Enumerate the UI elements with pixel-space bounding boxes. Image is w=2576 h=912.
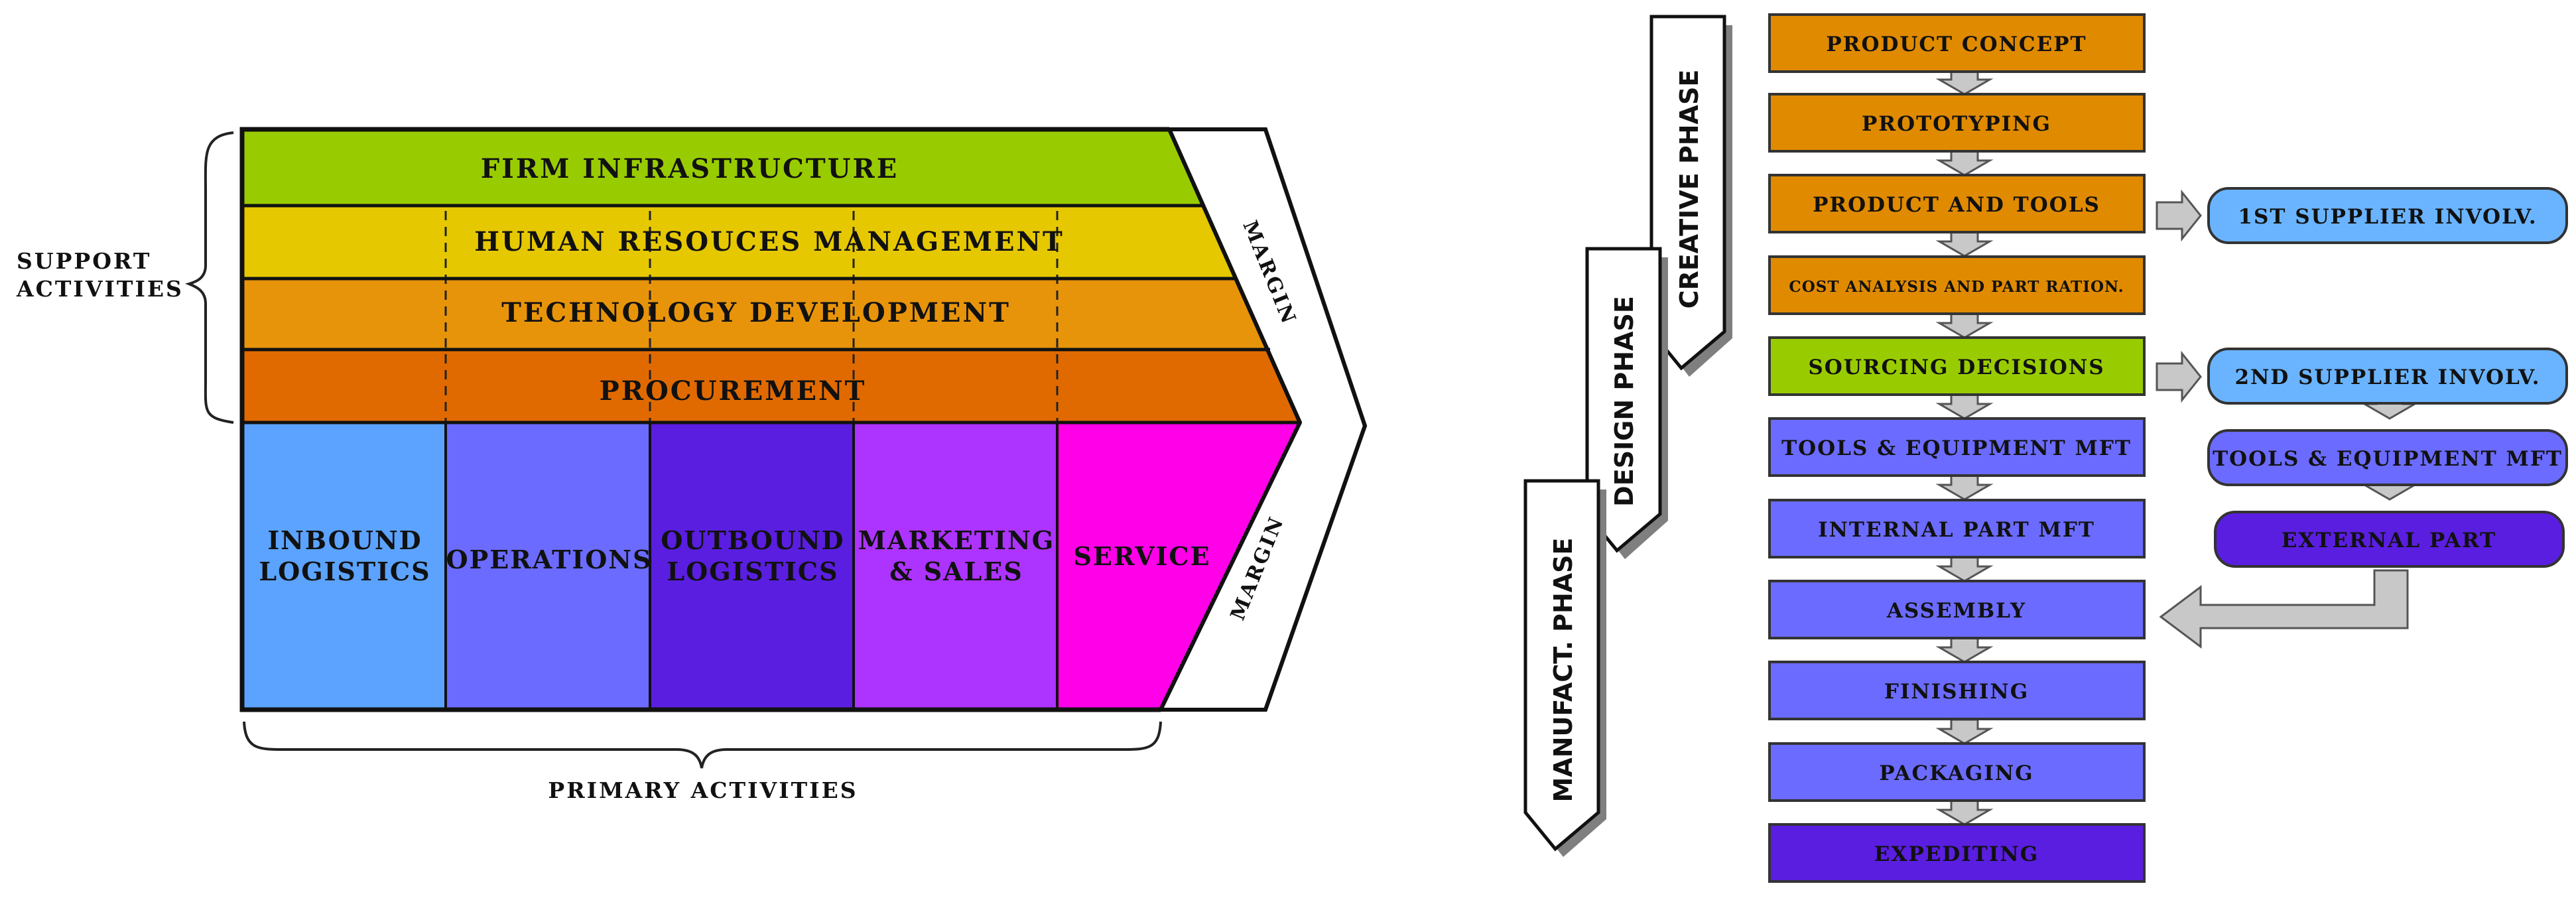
technology-development-label: TECHNOLOGY DEVELOPMENT xyxy=(501,297,1011,328)
support-activities-label-line2: ACTIVITIES xyxy=(16,276,184,302)
band-lines xyxy=(242,204,1300,424)
value-chain-frame xyxy=(239,127,1169,712)
step-expediting-label: EXPEDITING xyxy=(1874,842,2039,866)
procurement-label: PROCUREMENT xyxy=(600,375,867,407)
side-tools-equipment-box xyxy=(2207,429,2568,486)
marketing-sales-label-line2: & SALES xyxy=(889,556,1023,586)
inbound-logistics-label-line2: LOGISTICS xyxy=(259,556,430,586)
support-activities-label-line1: SUPPORT xyxy=(17,248,151,274)
step-expediting-box xyxy=(1768,823,2146,883)
marketing-sales-cell xyxy=(854,423,1057,710)
operations-label: OPERATIONS xyxy=(446,545,653,574)
external-part-to-assembly-arrow xyxy=(2159,569,2409,649)
support-bracket xyxy=(184,131,234,424)
outbound-logistics-label-line1: OUTBOUND xyxy=(661,525,844,555)
creative-phase-label: CREATIVE PHASE xyxy=(1675,70,1704,309)
procurement-band xyxy=(242,350,1300,423)
firm-infrastructure-label: FIRM INFRASTRUCTURE xyxy=(481,153,899,184)
hr-management-band xyxy=(242,206,1237,279)
step-product-and-tools-label: PRODUCT AND TOOLS xyxy=(1813,193,2100,217)
step-prototyping-label: PROTOTYPING xyxy=(1862,112,2051,136)
step-cost-analysis-label: COST ANALYSIS AND PART RATION. xyxy=(1789,278,2124,296)
side-1st-supplier-label: 1ST SUPPLIER INVOLV. xyxy=(2238,205,2537,229)
firm-infrastructure-band xyxy=(242,129,1204,206)
side-2nd-supplier-label: 2ND SUPPLIER INVOLV. xyxy=(2235,365,2541,389)
side-tools-equipment-label: TOOLS & EQUIPMENT MFT xyxy=(2213,447,2563,471)
service-label: SERVICE xyxy=(1073,541,1210,571)
step-product-concept-box xyxy=(1768,13,2146,73)
step-tools-equipment-label: TOOLS & EQUIPMENT MFT xyxy=(1781,436,2132,460)
side-external-part-label: EXTERNAL PART xyxy=(2282,529,2497,553)
primary-activities-label: PRIMARY ACTIVITIES xyxy=(548,777,858,803)
process-flow-diagram: CREATIVE PHASE DESIGN PHASE MANUFACT. PH… xyxy=(1523,13,2568,883)
marketing-sales-label-line1: MARKETING xyxy=(858,525,1055,555)
outbound-logistics-label-line2: LOGISTICS xyxy=(667,556,838,586)
step-prototyping-box xyxy=(1768,93,2146,153)
creative-phase-arrow: CREATIVE PHASE xyxy=(1649,15,1732,377)
step-finishing-box xyxy=(1768,661,2146,720)
step-packaging-box xyxy=(1768,742,2146,802)
step-internal-part-box xyxy=(1768,499,2146,558)
outbound-logistics-cell xyxy=(650,423,854,710)
operations-cell xyxy=(446,423,650,710)
step-sourcing-decisions-box xyxy=(1768,336,2146,396)
step-packaging-label: PACKAGING xyxy=(1879,761,2033,785)
step-product-concept-label: PRODUCT CONCEPT xyxy=(1826,33,2087,56)
side-steps xyxy=(2207,187,2568,568)
step-assembly-label: ASSEMBLY xyxy=(1886,599,2026,623)
primary-bracket xyxy=(243,721,1162,769)
step-finishing-label: FINISHING xyxy=(1884,680,2029,704)
hr-management-label: HUMAN RESOUCES MANAGEMENT xyxy=(474,226,1064,257)
primary-dividers xyxy=(444,423,1059,710)
step-internal-part-label: INTERNAL PART MFT xyxy=(1818,518,2095,542)
step-sourcing-decisions-label: SOURCING DECISIONS xyxy=(1808,356,2104,379)
main-steps xyxy=(1768,13,2146,883)
inbound-logistics-cell xyxy=(242,423,446,710)
manufact-phase-label: MANUFACT. PHASE xyxy=(1549,538,1578,803)
main-down-arrows xyxy=(1935,70,1994,826)
inbound-logistics-label-line1: INBOUND xyxy=(267,525,422,555)
design-phase-label: DESIGN PHASE xyxy=(1610,296,1639,507)
design-phase-arrow: DESIGN PHASE xyxy=(1585,247,1668,559)
step-tools-equipment-box xyxy=(1768,417,2146,477)
step-cost-analysis-box xyxy=(1768,255,2146,315)
step-product-and-tools-box xyxy=(1768,174,2146,233)
value-chain-diagram: FIRM INFRASTRUCTURE HUMAN RESOUCES MANAG… xyxy=(16,127,1368,803)
step-assembly-box xyxy=(1768,580,2146,639)
side-external-part-box xyxy=(2214,511,2565,568)
manufact-phase-arrow: MANUFACT. PHASE xyxy=(1523,479,1606,857)
side-right-arrows xyxy=(2156,189,2202,403)
side-2nd-supplier-box xyxy=(2207,348,2568,405)
support-dividers xyxy=(444,211,1059,423)
technology-development-band xyxy=(242,279,1270,350)
service-cell xyxy=(1057,423,1300,710)
side-1st-supplier-box xyxy=(2207,187,2568,244)
